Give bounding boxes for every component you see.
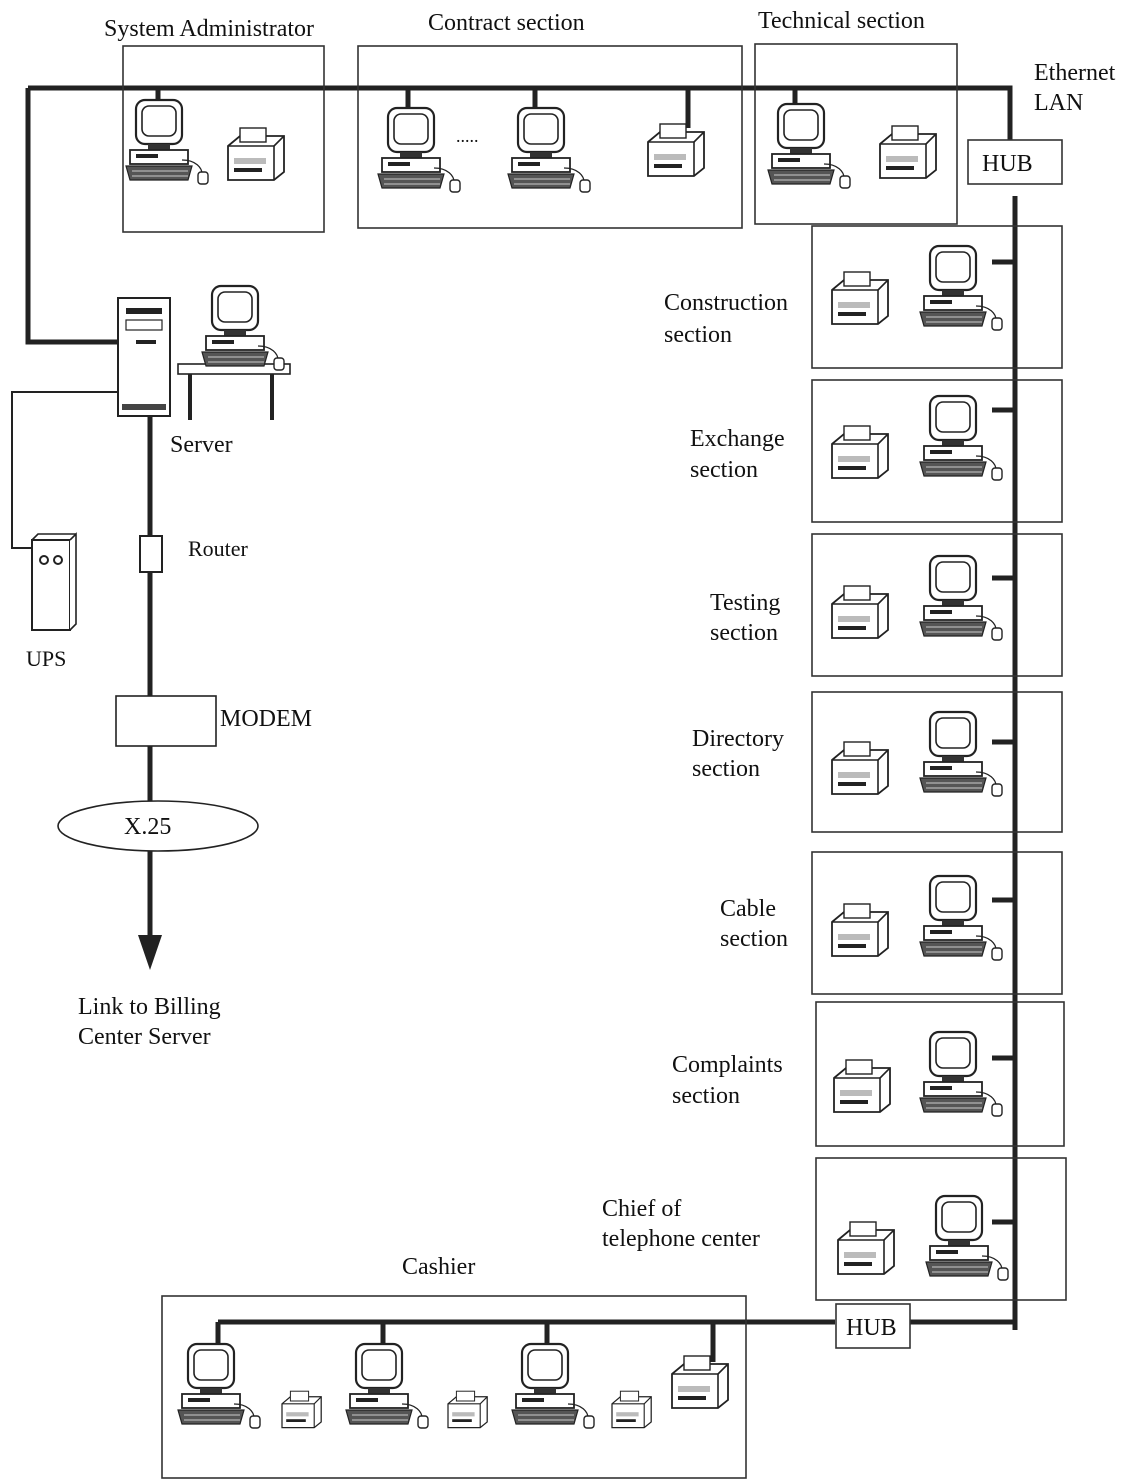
hub-top: HUB [967,139,1063,185]
printer-icon [831,425,889,479]
section-construction: Construction section [664,225,1063,369]
computer-icon [124,98,210,186]
router-icon [139,535,163,573]
computer-icon [376,106,462,194]
hub-top-label: HUB [982,151,1033,177]
section-cashier: Cashier [161,1254,747,1479]
label-router: Router [188,536,249,561]
arrow-down-icon [138,935,162,970]
label-chief-1: Chief of [602,1196,681,1222]
computer-icon [344,1342,430,1430]
label-link-2: Center Server [78,1024,211,1050]
label-complaints-2: section [672,1083,740,1109]
section-testing: Testing section [710,533,1063,677]
computer-icon [918,394,1004,482]
printer-icon [647,123,705,177]
section-cable: Cable section [720,851,1063,995]
computer-icon [918,244,1004,332]
section-directory: Directory section [692,691,1063,833]
section-contract: ..... Contract section [357,10,743,229]
label-cable-2: section [720,926,788,952]
label-directory-1: Directory [692,726,784,752]
printer-icon [833,1059,891,1113]
label-ethernet: Ethernet [1034,60,1116,86]
section-chief: Chief of telephone center [602,1157,1067,1301]
wan-link [11,391,162,970]
label-testing-2: section [710,620,778,646]
label-modem: MODEM [220,706,312,732]
label-lan: LAN [1034,90,1083,116]
server-tower-icon [117,297,171,417]
computer-icon [200,284,286,372]
section-system-administrator: System Administrator [104,16,325,233]
contract-ellipsis: ..... [456,126,479,146]
label-cashier: Cashier [402,1254,475,1280]
printer-icon [831,741,889,795]
modem-icon [115,695,217,747]
modem: MODEM [115,695,312,747]
label-complaints-1: Complaints [672,1052,783,1078]
label-construction-1: Construction [664,290,788,316]
printer-icon [671,1355,729,1409]
ups: UPS [26,532,77,671]
printer-icon [831,585,889,639]
computer-icon [918,710,1004,798]
label-technical-section: Technical section [758,8,925,34]
label-chief-2: telephone center [602,1226,760,1252]
label-directory-2: section [692,756,760,782]
computer-icon [510,1342,596,1430]
label-exchange-2: section [690,457,758,483]
printer-icon [611,1390,652,1429]
printer-icon [879,125,937,179]
printer-icon [831,903,889,957]
section-complaints: Complaints section [672,1001,1065,1147]
hub-bottom-label: HUB [846,1315,897,1341]
printer-icon [281,1390,322,1429]
section-technical: Technical section [754,8,958,225]
computer-icon [176,1342,262,1430]
printer-icon [831,271,889,325]
computer-icon [506,106,592,194]
computer-icon [918,874,1004,962]
ethernet-backbone [25,85,1018,1362]
label-cable-1: Cable [720,896,776,922]
label-exchange-1: Exchange [690,426,785,452]
hub-bottom: HUB [835,1303,911,1349]
label-testing-1: Testing [710,590,780,616]
computer-icon [918,1030,1004,1118]
x25-network: X.25 [57,800,259,852]
section-exchange: Exchange section [690,379,1063,523]
label-construction-2: section [664,322,732,348]
label-system-administrator: System Administrator [104,16,314,42]
label-link-1: Link to Billing [78,994,221,1020]
printer-icon [227,127,285,181]
server: Server [117,284,291,458]
ups-icon [31,532,77,631]
printer-icon [837,1221,895,1275]
label-ups: UPS [26,646,66,671]
computer-icon [918,554,1004,642]
label-server: Server [170,432,233,458]
computer-icon [924,1194,1010,1282]
label-contract-section: Contract section [428,10,585,36]
computer-icon [766,102,852,190]
printer-icon [447,1390,488,1429]
label-x25: X.25 [124,814,171,840]
router: Router [139,535,249,573]
